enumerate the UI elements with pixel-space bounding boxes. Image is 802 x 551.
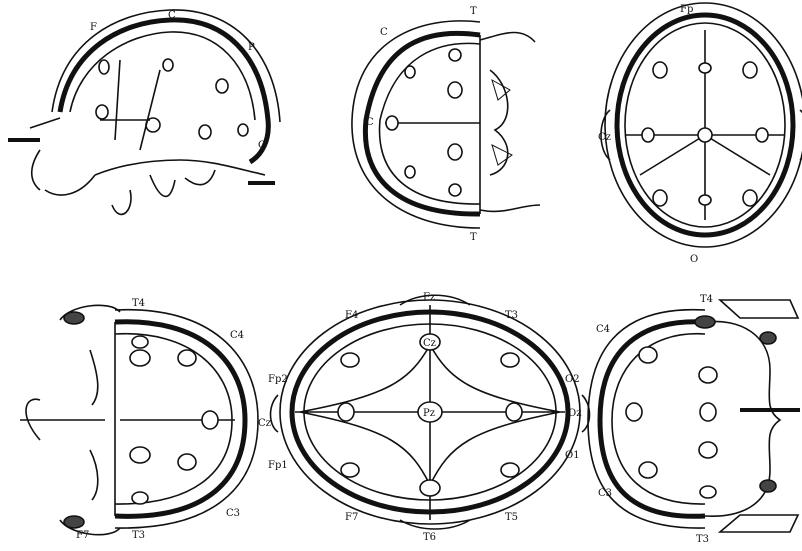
electrode — [506, 403, 522, 421]
label-frontal-c-left: C — [366, 117, 374, 128]
electrode — [756, 128, 768, 142]
label-top-fp: Fp — [680, 4, 693, 15]
electrode — [695, 316, 715, 328]
electrode — [626, 403, 642, 421]
electrode — [64, 312, 84, 324]
electrode — [448, 82, 462, 98]
label-axial-oz: Oz — [568, 408, 581, 419]
electrode — [699, 367, 717, 383]
label-axial-f7: F7 — [345, 512, 358, 523]
label-lateral-o: O — [258, 140, 266, 151]
electrode — [132, 336, 148, 348]
electrode — [216, 79, 228, 93]
electrode — [338, 403, 354, 421]
label-axial-cz: Cz — [423, 338, 436, 349]
electrode — [130, 350, 150, 366]
electrode — [341, 353, 359, 367]
label-axial-pz: Pz — [423, 408, 435, 419]
label-axial-fp1: Fp1 — [268, 460, 288, 471]
electrode — [700, 486, 716, 498]
label-cor-left-t4: T4 — [132, 298, 145, 309]
electrode — [64, 516, 84, 528]
frontal-head-view: C C T T — [352, 6, 540, 243]
label-cor-right-t4: T4 — [700, 294, 713, 305]
electrode — [449, 184, 461, 196]
electrode — [501, 463, 519, 477]
electrode — [238, 124, 248, 136]
electrode — [448, 144, 462, 160]
label-cor-left-c4: C4 — [230, 330, 244, 341]
electrode — [699, 442, 717, 458]
electrode — [386, 116, 398, 130]
label-cor-left-cz: Cz — [258, 418, 271, 429]
electrode — [341, 463, 359, 477]
electrode — [700, 403, 716, 421]
electrode — [132, 492, 148, 504]
coronal-right-view: T4 C4 C3 T3 — [588, 294, 800, 545]
electrode — [178, 454, 196, 470]
label-lateral-f: F — [90, 22, 97, 33]
electrode — [501, 353, 519, 367]
electrode — [760, 480, 776, 492]
label-axial-o2: O2 — [565, 374, 580, 385]
electrode — [199, 125, 211, 139]
label-cor-right-t3: T3 — [696, 534, 709, 545]
electrode — [760, 332, 776, 344]
label-cor-left-f7: F7 — [76, 530, 89, 541]
electrode — [743, 62, 757, 78]
label-lateral-p: P — [248, 42, 255, 53]
electrode — [653, 190, 667, 206]
label-cor-right-c4: C4 — [596, 324, 610, 335]
label-cor-left-c3: C3 — [226, 508, 240, 519]
electrode — [642, 128, 654, 142]
coronal-left-view: T4 C4 C3 T3 Cz F7 — [20, 298, 271, 541]
electrode — [639, 462, 657, 478]
electrode — [178, 350, 196, 366]
label-frontal-c-top: C — [380, 27, 388, 38]
label-frontal-t-bottom: T — [470, 232, 477, 243]
electrode — [99, 60, 109, 74]
label-axial-o1: O1 — [565, 450, 580, 461]
label-top-o: O — [690, 254, 698, 265]
electrode — [699, 63, 711, 73]
electrode — [639, 347, 657, 363]
label-cor-left-t3: T3 — [132, 530, 145, 541]
electrode — [202, 411, 218, 429]
label-axial-fp2: Fp2 — [268, 374, 288, 385]
label-cor-right-c3: C3 — [598, 488, 612, 499]
label-axial-t5: T5 — [505, 512, 518, 523]
electrode — [449, 49, 461, 61]
lateral-head-view: C P F O — [8, 10, 280, 215]
electrode — [96, 105, 108, 119]
label-frontal-t-top: T — [470, 6, 477, 17]
electrode — [163, 59, 173, 71]
label-lateral-c: C — [168, 10, 176, 21]
electrode — [699, 195, 711, 205]
label-axial-t3: T3 — [505, 310, 518, 321]
electrode — [698, 128, 712, 142]
electrode — [743, 190, 757, 206]
electrode — [653, 62, 667, 78]
label-top-cz: Cz — [598, 132, 611, 143]
label-axial-t6: T6 — [423, 532, 436, 543]
electrode — [420, 480, 440, 496]
electrode — [405, 66, 415, 78]
axial-middle-view: Fz T3 F4 Fp2 O2 Fp1 O1 F7 T6 Cz Pz T5 Oz — [268, 292, 590, 543]
electrode — [405, 166, 415, 178]
label-axial-f4: F4 — [345, 310, 358, 321]
label-axial-fz: Fz — [423, 292, 435, 303]
electrode — [130, 447, 150, 463]
top-head-view: Fp Cz O — [598, 3, 802, 265]
